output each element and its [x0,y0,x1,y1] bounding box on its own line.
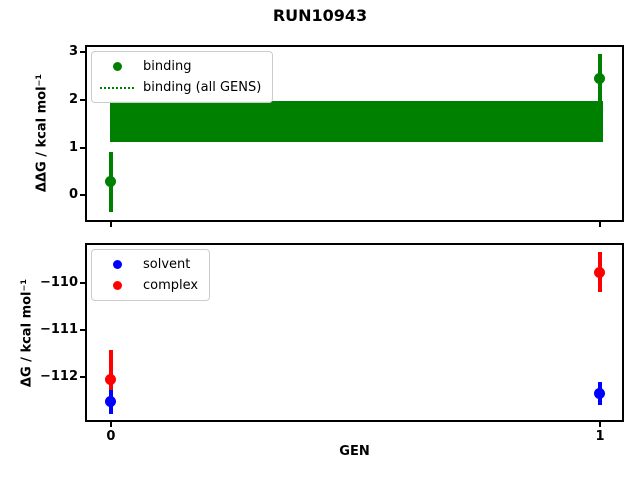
y-tick-label: 1 [68,139,78,155]
y-tick [80,282,85,285]
legend-label: complex [143,278,199,293]
y-tick [80,328,85,331]
complex-point [594,266,606,278]
solvent-point [105,396,117,408]
y-tick-label: −110 [39,275,78,291]
legend-label: solvent [143,257,191,272]
legend-label: binding (all GENS) [143,80,262,95]
bottom-subplot: −110 −111 −112 0 1 solvent complex [40,243,624,444]
legend-label: binding [143,59,192,74]
binding-point [105,176,117,188]
legend-dot-icon [100,260,134,269]
x-tick [598,222,601,227]
legend-dot-glyph [112,260,122,269]
uncertainty-band [109,101,603,142]
legend-dot-glyph [112,281,122,290]
x-tick [598,422,601,427]
bottom-y-axis-label: ΔG / kcal mol⁻¹ [19,278,35,388]
legend-item: binding [100,57,261,76]
binding-point [594,72,606,84]
x-tick [109,222,112,227]
x-axis-label: GEN [339,444,370,459]
legend-dot-icon [100,281,134,290]
legend-item: complex [100,276,198,295]
top-subplot: 0 1 2 3 binding binding (all GENS) [69,44,624,227]
legend-dotted-line-glyph [100,86,134,89]
y-tick-label: 2 [68,91,78,107]
solvent-point [594,387,606,399]
y-tick-label: −112 [39,368,78,384]
y-tick [80,375,85,378]
top-y-axis-label: ΔΔG / kcal mol⁻¹ [34,73,50,193]
y-tick-label: −111 [39,321,78,337]
legend-item: solvent [100,255,198,274]
figure-title: RUN10943 [272,6,368,25]
legend-item: binding (all GENS) [100,78,261,97]
y-tick [80,98,85,101]
y-tick-label: 3 [68,44,78,60]
y-tick-label: 0 [68,187,78,203]
legend: binding binding (all GENS) [91,51,274,103]
x-tick-label: 1 [595,429,605,444]
x-tick-label: 0 [106,429,116,444]
legend-dot-icon [100,62,134,71]
y-tick [80,194,85,197]
legend: solvent complex [91,249,211,301]
legend-dot-glyph [112,62,122,71]
legend-dotted-line-icon [100,86,134,89]
y-tick [80,51,85,54]
x-tick [109,422,112,427]
complex-point [105,373,117,385]
y-tick [80,146,85,149]
